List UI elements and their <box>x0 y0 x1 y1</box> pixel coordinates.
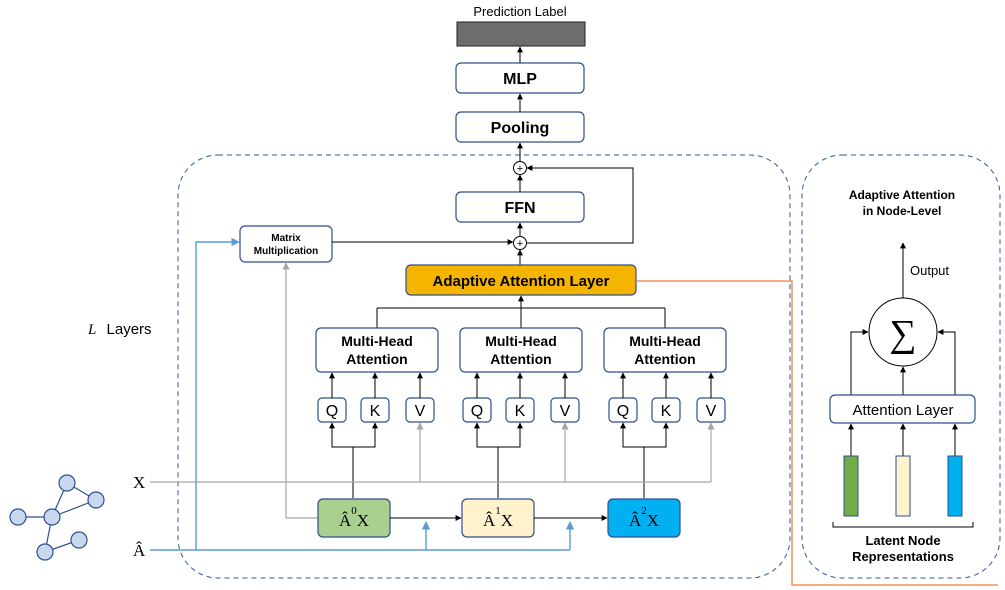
prediction-label-box <box>456 21 586 47</box>
layers-label: L Layers <box>87 321 152 338</box>
mha-group-0: Multi-Head Attention <box>315 327 439 373</box>
node-level-container <box>801 154 1001 579</box>
attn-to-sum-left <box>850 329 869 395</box>
q-label-1: Q <box>471 403 483 420</box>
mha-box-2 <box>603 327 727 373</box>
fork-a1-k <box>498 422 523 448</box>
attn-to-sum-right <box>937 329 956 395</box>
output-label: Output <box>910 263 949 278</box>
k-label-0: K <box>370 403 381 420</box>
latent-bar-blue <box>947 455 963 517</box>
a2x-label: Â2X <box>629 505 659 530</box>
node-level-title-line2: in Node-Level <box>863 204 942 218</box>
graph-icon <box>9 474 105 561</box>
q-label-0: Q <box>326 403 338 420</box>
fork-a2-qk <box>620 422 645 498</box>
mha-box-0-line2: Attention <box>346 351 407 367</box>
q-label-2: Q <box>617 403 629 420</box>
node-level-title-line1: Adaptive Attention <box>849 188 955 202</box>
attention-layer-label: Attention Layer <box>853 402 954 419</box>
orange-link-to-node-level <box>636 280 998 586</box>
v-label-2: V <box>706 403 717 420</box>
x-input-label: X <box>133 473 145 492</box>
latent-bar-cream <box>895 455 911 517</box>
sum-symbol: ∑ <box>889 313 916 355</box>
mha-box-1 <box>459 327 583 373</box>
a0x-label: Â0X <box>339 505 369 530</box>
fork-a1-qk <box>474 422 499 498</box>
mha-group-1: Multi-Head Attention <box>459 327 583 373</box>
adaptive-attention-layer-box <box>405 264 637 296</box>
mha-box-0-line1: Multi-Head <box>341 333 413 349</box>
a2x-box <box>607 498 681 538</box>
mha-box-2-line2: Attention <box>634 351 695 367</box>
fork-a0-qk <box>329 422 354 498</box>
matrix-multiplication-box <box>239 225 333 263</box>
residual-add-bottom-symbol: + <box>517 238 523 250</box>
a-hat-input-label: Â <box>133 541 146 560</box>
matrix-multiplication-line1: Matrix <box>271 233 301 244</box>
k-label-2: K <box>661 403 672 420</box>
attention-layer-box <box>829 394 976 424</box>
v-label-0: V <box>415 403 426 420</box>
mha-box-1-line1: Multi-Head <box>485 333 557 349</box>
v-label-1: V <box>560 403 571 420</box>
mha-box-0 <box>315 327 439 373</box>
layers-container <box>177 154 791 579</box>
k-label-1: K <box>515 403 526 420</box>
latent-brace <box>832 522 974 528</box>
a1x-label: Â1X <box>483 505 513 530</box>
a0-to-matmul <box>282 262 318 519</box>
latent-label-line1: Latent Node <box>865 533 940 548</box>
latent-label-line2: Representations <box>852 549 954 564</box>
a-hat-to-matmul <box>195 237 240 550</box>
mha-box-2-line1: Multi-Head <box>629 333 701 349</box>
latent-bar-green <box>843 455 859 517</box>
pooling-label: Pooling <box>491 120 550 137</box>
fork-a0-k <box>353 422 378 448</box>
skip-connection <box>526 165 634 244</box>
residual-add-top-symbol: + <box>517 163 523 175</box>
fork-a2-k <box>644 422 669 448</box>
mha-box-1-line2: Attention <box>490 351 551 367</box>
mha-group-2: Multi-Head Attention <box>603 327 727 373</box>
sum-node <box>868 297 938 367</box>
mlp-label: MLP <box>503 71 537 88</box>
ffn-label: FFN <box>504 200 535 217</box>
matrix-multiplication-line2: Multiplication <box>254 246 318 257</box>
adaptive-attention-layer-label: Adaptive Attention Layer <box>433 273 610 290</box>
prediction-label-text: Prediction Label <box>473 4 566 19</box>
